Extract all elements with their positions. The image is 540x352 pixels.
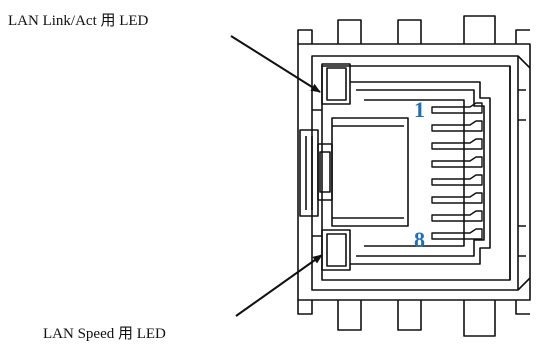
contact-pins bbox=[431, 102, 483, 240]
contact-pin-8 bbox=[431, 228, 483, 240]
contact-pin-7 bbox=[431, 210, 483, 222]
link-act-led-label: LAN Link/Act 用 LED bbox=[8, 13, 149, 29]
contact-pin-1 bbox=[431, 102, 483, 114]
speed-led-window bbox=[321, 229, 351, 271]
speed-led-label: LAN Speed 用 LED bbox=[43, 326, 166, 342]
pin-8-label: 8 bbox=[414, 227, 425, 252]
contact-pin-5 bbox=[431, 174, 483, 186]
link-act-led-window bbox=[321, 63, 351, 105]
contact-pin-3 bbox=[431, 138, 483, 150]
jack-body bbox=[297, 15, 531, 337]
speed-led-arrow bbox=[235, 254, 323, 317]
contact-pin-2 bbox=[431, 120, 483, 132]
contact-pin-6 bbox=[431, 192, 483, 204]
link-act-led-arrow bbox=[230, 35, 321, 93]
pin-1-label: 1 bbox=[414, 97, 425, 122]
latch-block bbox=[331, 117, 409, 227]
contact-pin-4 bbox=[431, 156, 483, 168]
